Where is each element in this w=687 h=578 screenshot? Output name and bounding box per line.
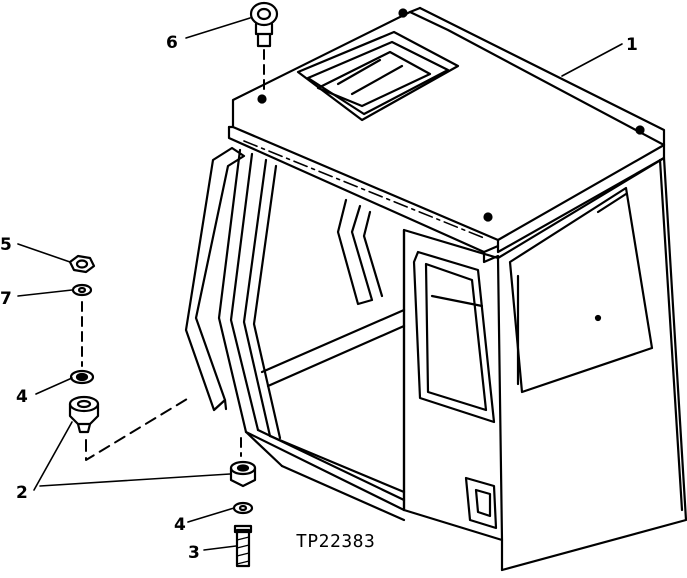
left-hardware-stack [68, 254, 193, 461]
callout-labels: 6 1 5 7 4 2 4 3 TP22383 [0, 33, 638, 563]
callout-washer-lower: 4 [174, 515, 186, 535]
callout-eye-bolt: 6 [166, 33, 178, 53]
callout-washer-upper: 4 [16, 387, 28, 407]
cab-door-side [402, 156, 687, 572]
cab-roof [227, 6, 666, 264]
figure-id: TP22383 [296, 531, 375, 552]
callout-bolt: 3 [188, 543, 200, 563]
callout-lock-washer: 7 [0, 289, 12, 309]
callout-cab: 1 [626, 35, 638, 55]
cab-front-frame [184, 146, 406, 522]
callout-nut: 5 [0, 235, 12, 255]
eye-bolt-part [249, 1, 279, 95]
leader-lines [17, 17, 623, 551]
callout-pin-mount: 2 [16, 483, 28, 503]
